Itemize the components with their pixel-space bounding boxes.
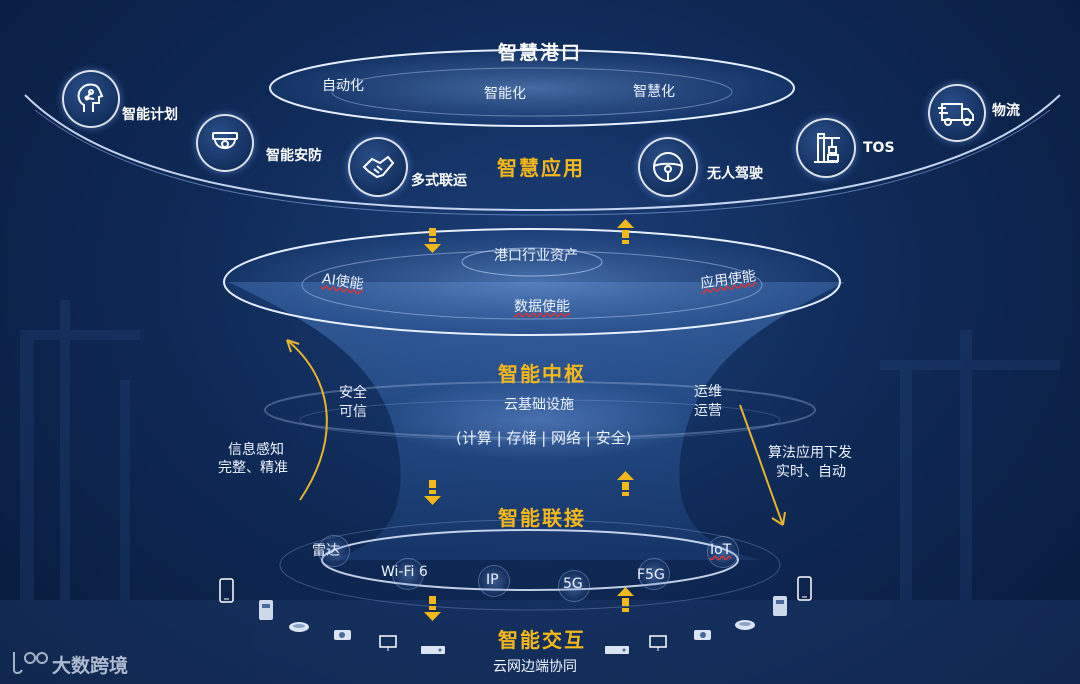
camera-icon — [334, 630, 351, 640]
middle-disc-center: 港口行业资产 — [494, 248, 578, 264]
app-label: 无人驾驶 — [707, 166, 763, 182]
security-camera-icon — [196, 114, 254, 172]
server-icon — [421, 646, 445, 654]
right-lower-label: 实时、自动 — [776, 464, 846, 480]
app-label: 物流 — [992, 103, 1020, 119]
watermark-text: 大数跨境 — [52, 655, 129, 677]
hub-title: 智能中枢 — [498, 362, 586, 386]
monitor-icon — [649, 635, 667, 651]
connection-node — [558, 570, 590, 602]
app-label: 智能计划 — [122, 107, 178, 123]
port-crane-icon — [796, 118, 856, 178]
interaction-title: 智能交互 — [498, 628, 586, 652]
connection-node — [638, 558, 670, 590]
app-label: 智能安防 — [266, 148, 322, 164]
connection-node-label: F5G — [637, 567, 665, 583]
diagram-title: 智慧港口 — [498, 42, 583, 64]
app-label: TOS — [863, 140, 895, 156]
router-icon — [773, 596, 787, 616]
top-disc-item: 智慧化 — [633, 84, 675, 100]
left-lower-label: 信息感知 — [228, 442, 284, 458]
connection-node — [392, 558, 424, 590]
delivery-truck-icon — [928, 84, 986, 142]
connection-title: 智能联接 — [498, 506, 586, 530]
left-upper-label: 安全 — [339, 385, 367, 401]
interaction-subtitle: 云网边端协同 — [493, 659, 577, 675]
camera-icon — [694, 630, 711, 640]
monitor-icon — [379, 635, 397, 651]
right-upper-label: 运维 — [694, 384, 722, 400]
top-disc-item: 自动化 — [322, 78, 364, 94]
handshake-icon — [348, 137, 408, 197]
connection-node-label: IP — [486, 572, 499, 588]
middle-disc-bottom: 数据使能 — [514, 299, 570, 315]
router-icon — [259, 600, 273, 620]
connection-node — [478, 565, 510, 597]
app-label: 多式联运 — [411, 173, 467, 189]
connection-node-label: 5G — [563, 576, 583, 592]
connection-node — [707, 536, 739, 568]
hub-subtitle: 云基础设施 — [504, 397, 574, 413]
connection-node-label: IoT — [710, 542, 732, 558]
ai-head-icon — [62, 70, 120, 128]
connection-node-label: Wi-Fi 6 — [381, 564, 428, 580]
right-lower-label: 算法应用下发 — [768, 445, 852, 461]
connection-node-label: 雷达 — [312, 543, 340, 559]
hub-detail: (计算 | 存储 | 网络 | 安全) — [456, 429, 632, 447]
watermark-logo-icon — [13, 652, 48, 674]
left-lower-label: 完整、精准 — [218, 460, 288, 476]
left-upper-label: 可信 — [339, 404, 367, 420]
server-icon — [605, 646, 629, 654]
sensor-icon — [289, 622, 309, 632]
right-upper-label: 运营 — [694, 403, 722, 419]
top-disc-item: 智能化 — [484, 86, 526, 102]
phone-icon — [219, 578, 234, 603]
steering-wheel-icon — [638, 137, 698, 197]
connection-node — [318, 535, 350, 567]
sensor-icon — [735, 620, 755, 630]
applications-title: 智慧应用 — [497, 156, 585, 180]
phone-icon — [797, 576, 812, 601]
